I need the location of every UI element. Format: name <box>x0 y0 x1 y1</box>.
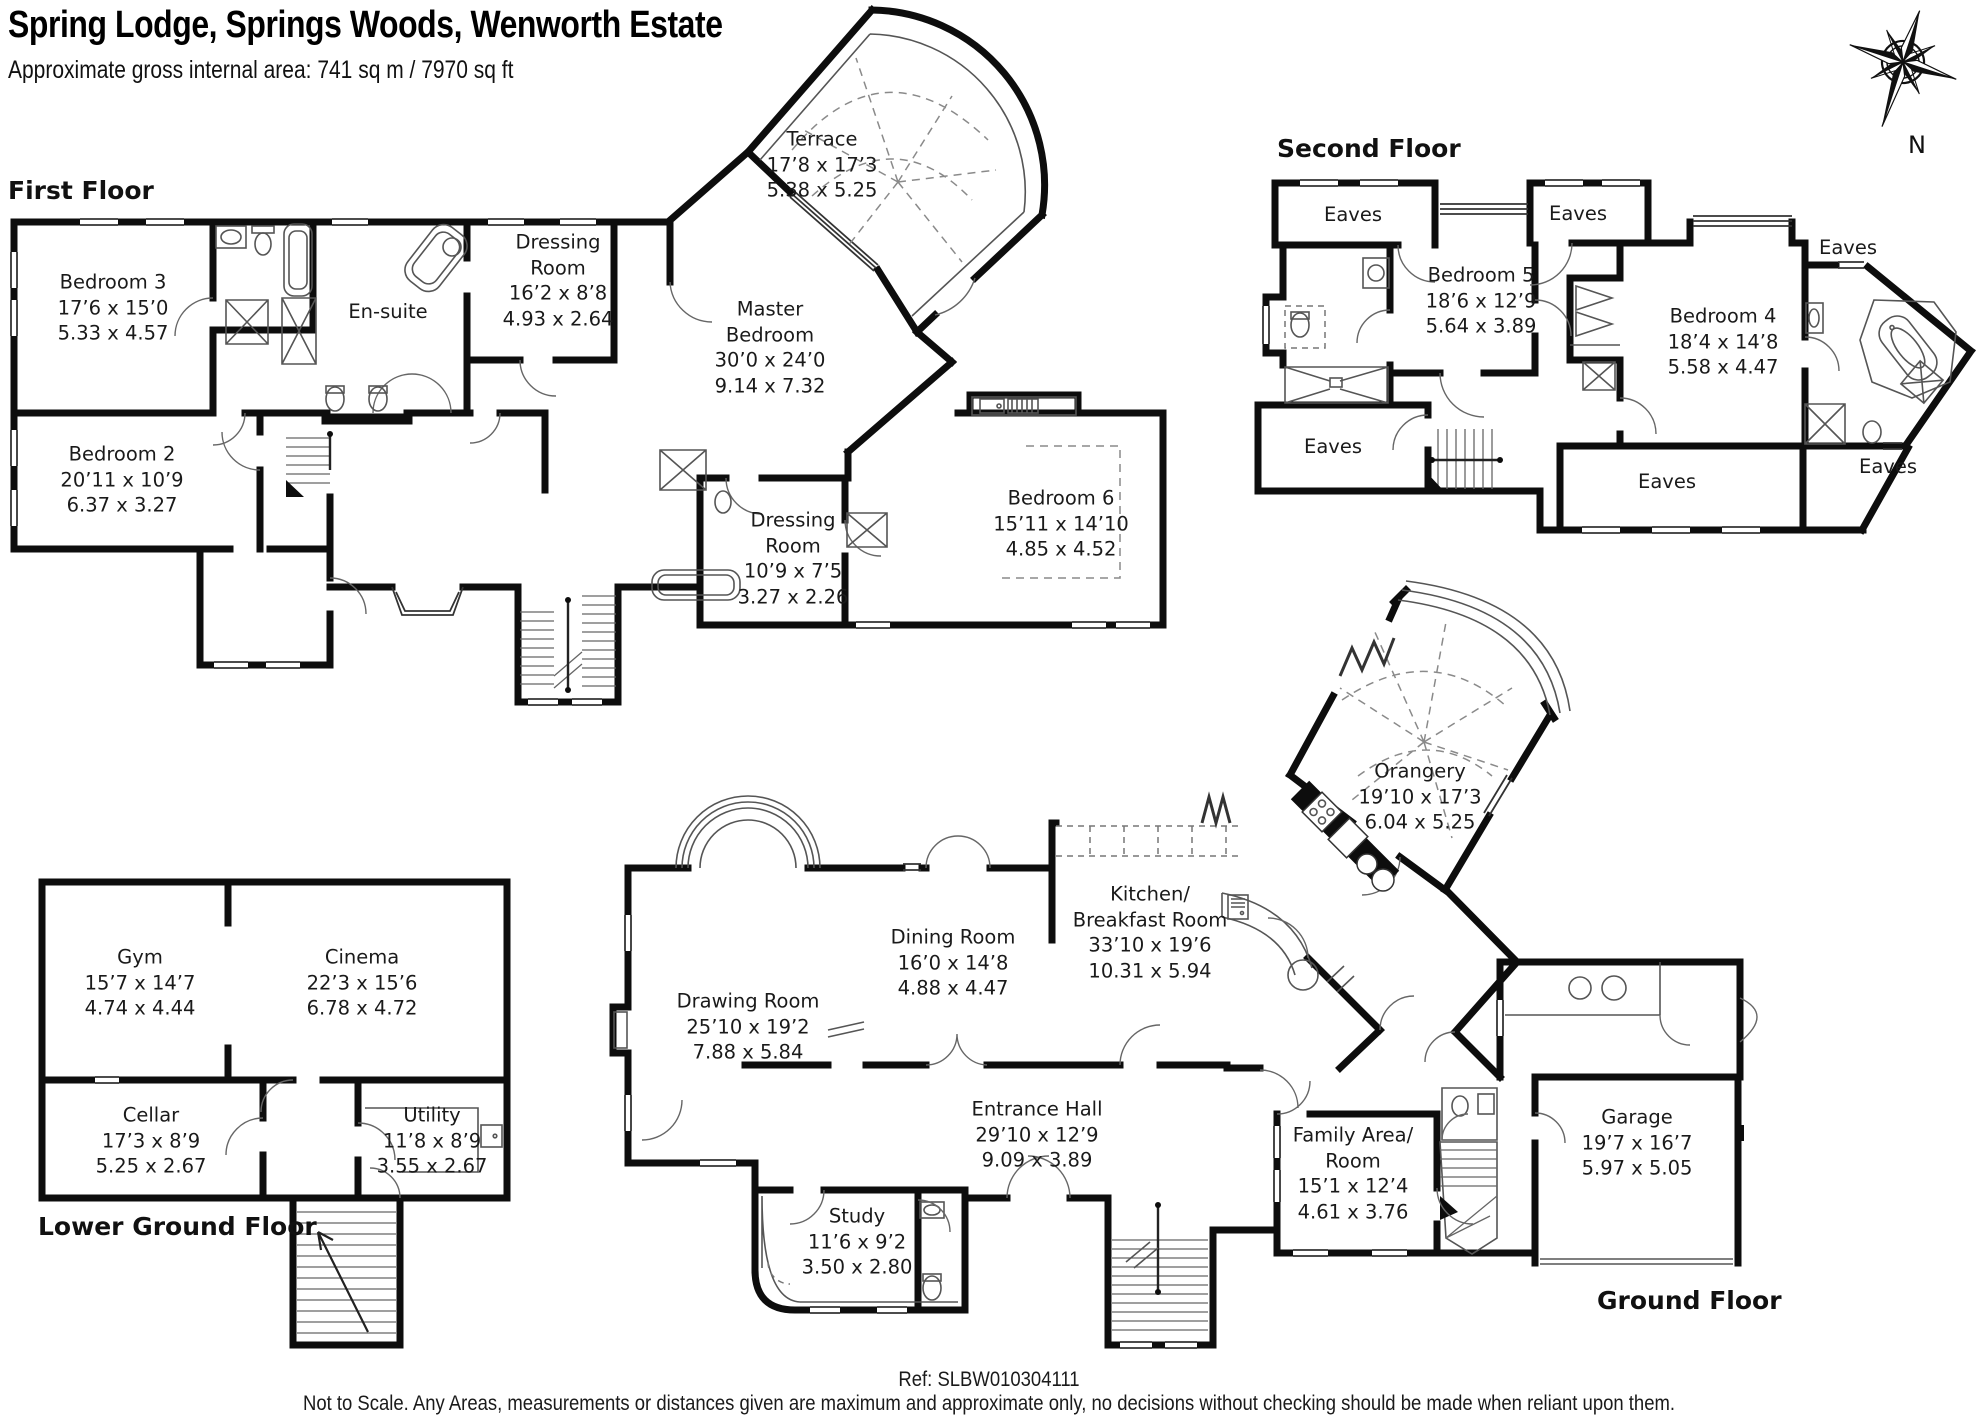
utility-fixtures <box>365 1107 503 1173</box>
kitchen-fixtures <box>1056 780 1400 993</box>
eaves-label: Eaves <box>1549 202 1607 226</box>
orangery-outline <box>1285 580 1571 896</box>
first-floor-stairs <box>286 431 616 693</box>
reference-number: Ref: SLBW010304111 <box>898 1368 1080 1391</box>
eaves-label: Eaves <box>1638 470 1696 494</box>
bathroom-fixtures <box>215 223 1077 601</box>
lower-ground-stairs <box>297 1211 396 1334</box>
heading-ground-floor: Ground Floor <box>1597 1286 1782 1315</box>
first-floor-windows <box>9 217 1150 707</box>
eaves-label: Eaves <box>1304 435 1362 459</box>
eaves-label: Eaves <box>1819 236 1877 260</box>
second-floor-windows <box>1261 178 1902 535</box>
ground-stairwell <box>1112 1202 1208 1350</box>
compass-rose <box>1849 10 1957 127</box>
ground-stair-core <box>1436 1087 1566 1255</box>
terrace-outline <box>743 5 1049 337</box>
lower-ground-doors <box>225 1079 401 1199</box>
eaves-label: Eaves <box>1859 455 1917 479</box>
heading-lower-ground-floor: Lower Ground Floor <box>38 1212 317 1241</box>
second-floor-fixtures <box>1284 257 1957 445</box>
compass-north-label: N <box>1908 131 1926 159</box>
page-subtitle: Approximate gross internal area: 741 sq … <box>8 56 514 84</box>
compass-cardinal-points <box>1849 10 1957 127</box>
ground-floor-windows <box>623 863 1407 1315</box>
room-label-ensuite: En-suite <box>348 300 428 324</box>
ground-floor-plan <box>609 580 1758 1350</box>
second-floor-doors <box>1356 242 1840 451</box>
disclaimer-text: Not to Scale. Any Areas, measurements or… <box>302 1392 1676 1415</box>
second-floor-stairs <box>1428 429 1503 491</box>
page-title: Spring Lodge, Springs Woods, Wenworth Es… <box>8 4 723 46</box>
eaves-label: Eaves <box>1324 203 1382 227</box>
second-floor-plan <box>1254 178 1976 535</box>
ground-floor-doors <box>641 835 1456 1199</box>
lower-ground-floor-plan <box>38 878 511 1349</box>
heading-second-floor: Second Floor <box>1277 134 1461 163</box>
rear-corridor <box>1495 962 1758 1046</box>
first-floor-plan <box>9 5 1167 707</box>
study-fixtures <box>761 1189 958 1303</box>
heading-first-floor: First Floor <box>8 176 154 205</box>
